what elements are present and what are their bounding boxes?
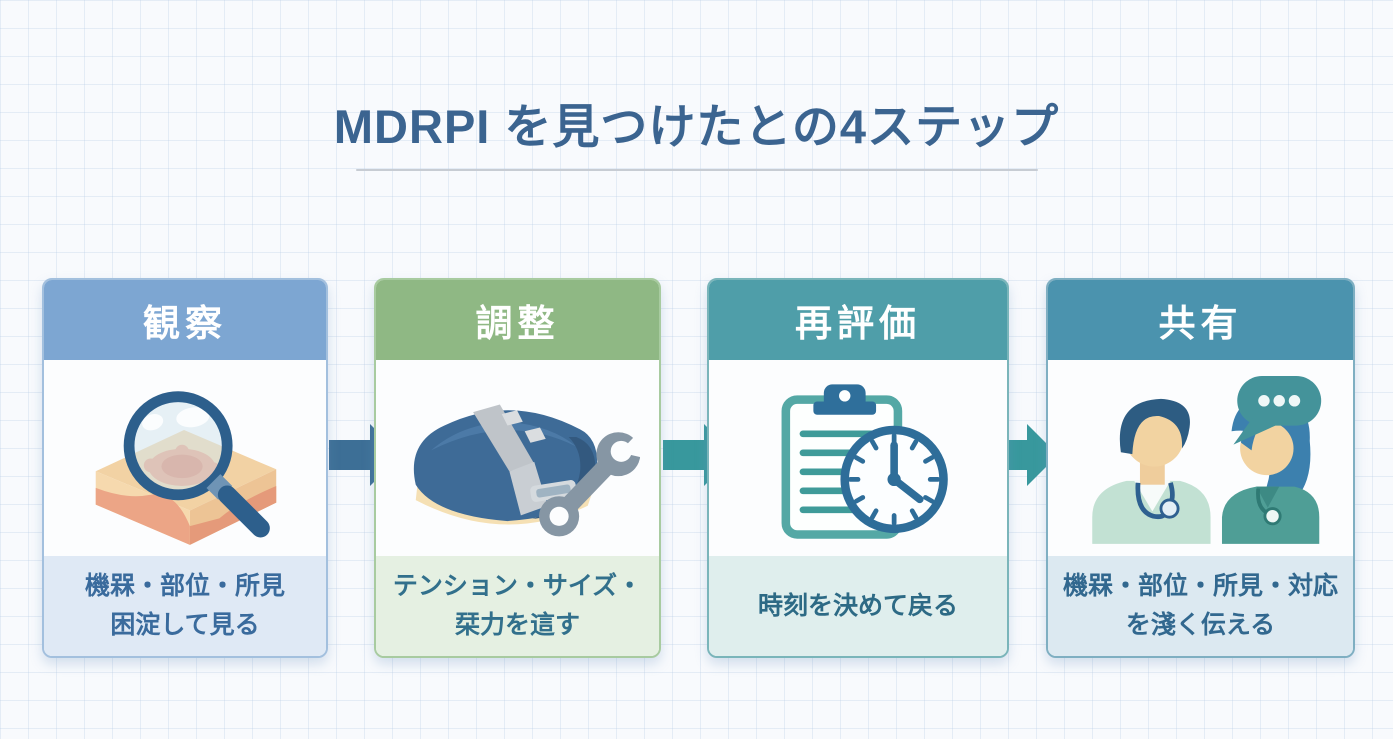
step-card-observe: 観察 機槑・部位・所見 困淀し (42, 278, 328, 658)
device-cushion-wrench-icon (413, 404, 647, 536)
step-icon-area (709, 360, 1007, 556)
step-caption: 時刻を決めて戻る (709, 556, 1007, 656)
clipboard-clock-icon (781, 383, 948, 539)
step-caption: 機槑・部位・所見 困淀して見る (44, 556, 326, 656)
caption-line: テンション・サイズ・ (392, 572, 643, 600)
step-caption: テンション・サイズ・ 栞力を這す (376, 556, 659, 656)
step-card-adjust: 調整 (374, 278, 661, 658)
step-card-share: 共有 (1046, 278, 1355, 658)
step-icon-area (376, 360, 659, 556)
caption-line: 困淀して見る (110, 611, 260, 639)
clinicians-talking-icon (1091, 375, 1321, 544)
step-icon-area (44, 360, 326, 556)
caption-line: 栞力を這す (454, 611, 580, 639)
caption-line: 機槑・部位・所見・対応 (1062, 572, 1338, 600)
caption-line: 時刻を決めて戻る (757, 591, 958, 620)
step-card-reassess: 再評価 (707, 278, 1009, 658)
caption-line: 機槑・部位・所見 (84, 572, 285, 600)
step-header: 再評価 (709, 280, 1007, 360)
step-header: 観察 (44, 280, 326, 360)
page-title: MDRPI を見つけたとの4ステップ (333, 100, 1060, 153)
caption-line: を淺く伝える (1125, 611, 1276, 639)
step-caption: 機槑・部位・所見・対応 を淺く伝える (1048, 556, 1353, 656)
magnifier-over-skin-icon (95, 390, 277, 545)
step-header: 調整 (376, 280, 659, 360)
arrow-shape (986, 424, 1058, 486)
title-underline (355, 169, 1038, 171)
flow-arrow-3 (986, 424, 1058, 486)
step-header: 共有 (1048, 280, 1353, 360)
step-icon-area (1048, 360, 1353, 556)
